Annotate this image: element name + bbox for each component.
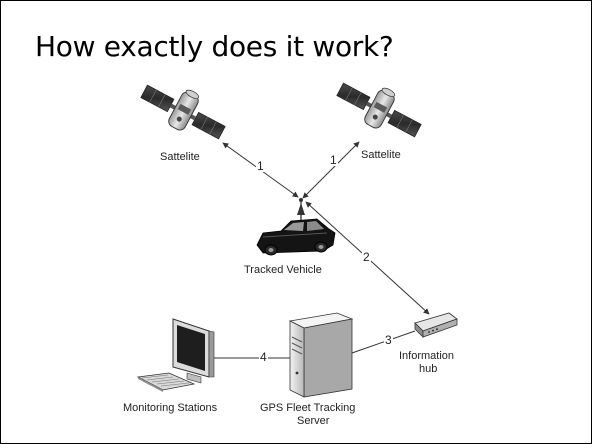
car-icon [256,198,336,256]
hub-label-line2: hub [419,363,437,375]
vehicle-label: Tracked Vehicle [244,264,322,276]
server-icon [288,312,354,398]
link-label-3: 3 [385,333,392,347]
hub-label-line1: Information [399,350,454,362]
satellite-right-icon [336,82,422,138]
link-label-2: 2 [363,250,370,264]
satellite-right-label: Sattelite [361,149,401,161]
slide-title: How exactly does it work? [35,30,394,63]
router-icon [414,312,458,338]
link-satellite-right-vehicle [302,141,360,199]
keyboard-icon [136,372,196,392]
satellite-left-icon [140,84,226,140]
link-label-1-right: 1 [330,153,337,167]
monitor-icon [172,318,215,384]
monitoring-label: Monitoring Stations [123,402,218,414]
link-label-1-left: 1 [257,159,264,173]
link-label-4: 4 [260,350,267,364]
link-hub-server [351,330,416,354]
satellite-left-label: Sattelite [160,151,200,163]
server-label-line2: Server [297,415,330,427]
server-label-line1: GPS Fleet Tracking [260,402,355,414]
